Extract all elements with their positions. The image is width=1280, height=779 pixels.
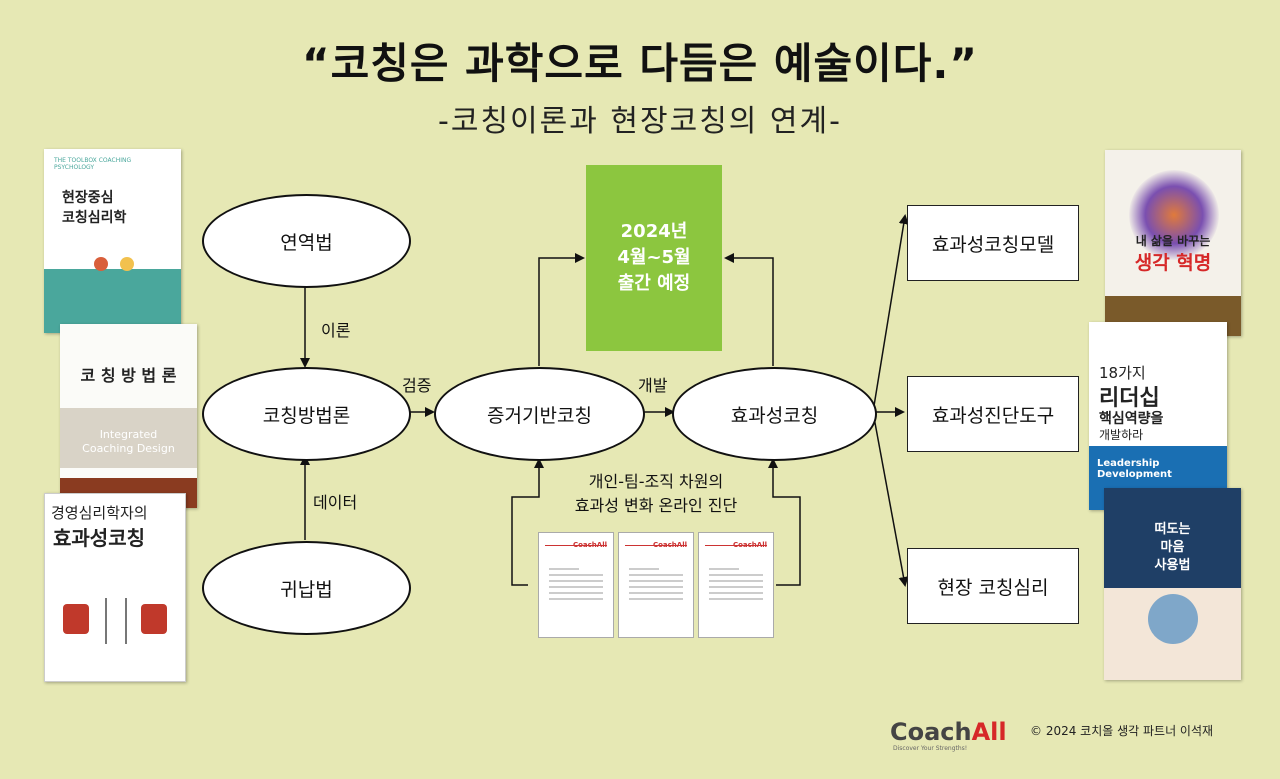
book-title-line: 사용법	[1154, 558, 1191, 573]
book-leadership-competencies: 18가지 리더십 핵심역량을 개발하라 Leadership Developme…	[1089, 322, 1227, 510]
book-field-coaching-psychology: THE TOOLBOX COACHING PSYCHOLOGY 현장중심 코칭심…	[44, 149, 181, 333]
brain-illustration	[1129, 170, 1219, 260]
output-field-psychology: 현장 코칭심리	[907, 548, 1079, 624]
book-subtitle-line: Leadership Development	[1097, 458, 1172, 480]
arrow-docs-effective	[768, 458, 801, 586]
book-title-line: 리더십	[1099, 386, 1160, 411]
diagnosis-line-1: 개인-팀-조직 차원의	[588, 472, 724, 491]
book-title-line: 생각 혁명	[1134, 252, 1212, 274]
output-effectiveness-model: 효과성코칭모델	[907, 205, 1079, 281]
diagnosis-report-thumbnail: CoachAll	[538, 532, 614, 638]
book-series-label: THE TOOLBOX COACHING PSYCHOLOGY	[54, 157, 132, 171]
book-title-line: 코 칭 방 법 론	[80, 366, 177, 385]
doc-logo: CoachAll	[652, 541, 687, 549]
book-title-line: 효과성코칭	[53, 526, 145, 550]
arrow-evidence-publication	[538, 253, 585, 366]
person-icon	[120, 257, 134, 271]
book-illustration	[84, 245, 144, 269]
table-icon	[105, 598, 127, 644]
page-subtitle: -코칭이론과 현장코칭의 연계-	[438, 104, 842, 139]
book-title-line: 경영심리학자의	[51, 504, 148, 522]
person-icon	[94, 257, 108, 271]
label-develop: 개발	[638, 376, 668, 395]
book-subtitle-line: Integrated	[99, 428, 158, 441]
arrow-to-model	[872, 214, 909, 413]
coachall-logo: CoachAll	[890, 718, 1007, 746]
book-title-line: 마음	[1160, 540, 1185, 555]
label-theory: 이론	[321, 321, 351, 340]
arrow-to-psych	[872, 411, 909, 587]
logo-tagline: Discover Your Strengths!	[893, 745, 968, 752]
page-title: “코칭은 과학으로 다듬은 예술이다.”	[302, 39, 978, 88]
book-thinking-revolution: 내 삶을 바꾸는 생각 혁명	[1105, 150, 1241, 336]
book-title-line: 떠도는	[1154, 522, 1191, 537]
book-title-line: 내 삶을 바꾸는	[1135, 234, 1211, 248]
publication-box: 2024년 4월~5월 출간 예정	[586, 165, 722, 351]
diagnosis-report-thumbnail: CoachAll	[618, 532, 694, 638]
output-diagnosis-tool: 효과성진단도구	[907, 376, 1079, 452]
label-verify: 검증	[402, 376, 432, 395]
logo-text-accent: All	[971, 718, 1007, 746]
doc-logo: CoachAll	[732, 541, 767, 549]
logo-text: Coach	[890, 718, 972, 746]
node-induction: 귀납법	[202, 541, 411, 635]
book-title-line: 개발하라	[1099, 428, 1144, 442]
book-effectiveness-coaching: 경영심리학자의 효과성코칭	[44, 493, 186, 682]
book-subtitle-line: Coaching Design	[82, 442, 175, 455]
book-title-line: 핵심역량을	[1099, 411, 1164, 427]
node-evidence-based-coaching: 증거기반코칭	[434, 367, 645, 461]
label-data: 데이터	[313, 493, 358, 512]
chair-icon	[63, 604, 89, 634]
publication-note: 출간 예정	[617, 273, 691, 294]
book-title-line: 18가지	[1099, 364, 1146, 382]
arrow-effective-publication	[724, 253, 774, 366]
doc-logo: CoachAll	[572, 541, 607, 549]
node-methodology: 코칭방법론	[202, 367, 411, 461]
diagnosis-caption: 개인-팀-조직 차원의 효과성 변화 온라인 진단	[512, 470, 800, 518]
book-wandering-mind: 떠도는 마음 사용법	[1104, 488, 1241, 680]
publication-year: 2024년	[620, 221, 688, 242]
copyright-notice: © 2024 코치올 생각 파트너 이석재	[1030, 724, 1214, 738]
arrow-docs-evidence	[511, 458, 544, 586]
book-title-line: 현장중심	[62, 190, 114, 206]
publication-months: 4월~5월	[617, 247, 691, 268]
diagnosis-report-thumbnail: CoachAll	[698, 532, 774, 638]
node-effectiveness-coaching: 효과성코칭	[672, 367, 877, 461]
book-coaching-methodology: 코 칭 방 법 론 Integrated Coaching Design	[60, 324, 197, 508]
book-title-line: 코칭심리학	[62, 210, 127, 226]
chair-icon	[141, 604, 167, 634]
node-deduction: 연역법	[202, 194, 411, 288]
diagnosis-line-2: 효과성 변화 온라인 진단	[574, 496, 738, 515]
person-illustration	[1148, 594, 1198, 644]
